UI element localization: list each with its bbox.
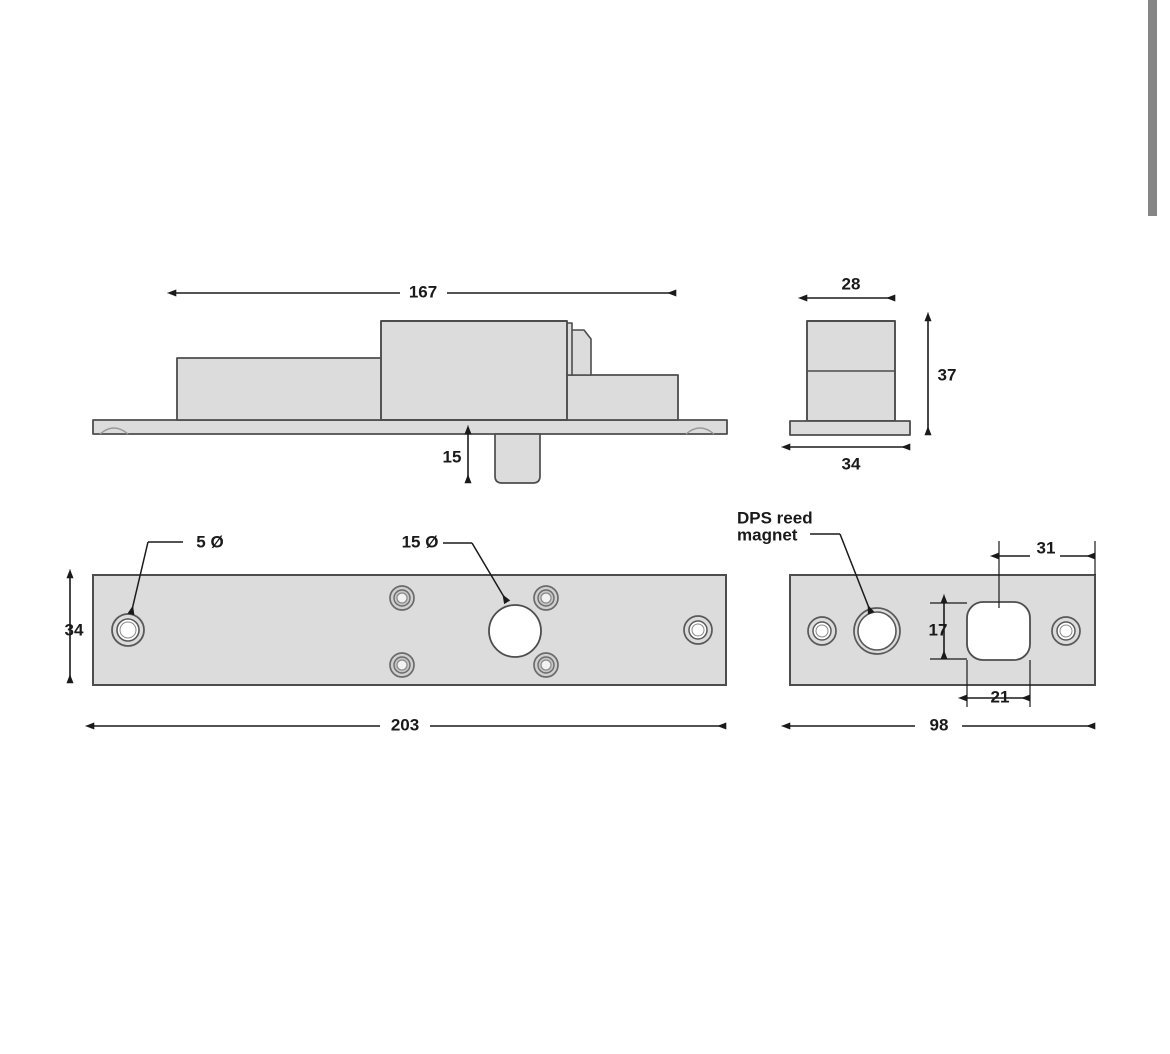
dimension-28: 28 (798, 274, 896, 302)
through-hole-15 (488, 604, 542, 658)
strike-plate-body (789, 574, 1096, 686)
dimension-98-label: 98 (930, 715, 949, 734)
dimension-34-plate-label: 34 (65, 620, 84, 639)
vertical-scrollbar-thumb[interactable] (1148, 0, 1157, 216)
dimension-167: 167 (167, 282, 677, 301)
view-face-plate-long: 5 Ø 15 Ø 34 203 (65, 532, 727, 734)
countersunk-hole-right (683, 615, 713, 645)
dimension-167-label: 167 (409, 282, 437, 301)
callout-15-dia-label: 15 Ø (402, 532, 439, 551)
callout-5-dia-label: 5 Ø (196, 532, 223, 551)
side-body-main-block (380, 320, 568, 421)
dimension-31: 31 (990, 538, 1096, 608)
dimension-21: 21 (958, 660, 1031, 707)
face-plate-chamfer-left (99, 427, 129, 435)
dimension-17: 17 (929, 594, 967, 660)
dimension-15-label: 15 (443, 447, 462, 466)
socket-screw-bottom-left (389, 652, 415, 678)
latch-slot (966, 601, 1031, 661)
dimension-34-plate: 34 (65, 569, 84, 684)
callout-dps-reed-magnet-line2: magnet (737, 525, 798, 544)
strike-countersunk-hole-left (807, 616, 837, 646)
dimension-203-label: 203 (391, 715, 419, 734)
side-face-plate (92, 419, 728, 435)
socket-screw-top-left (389, 585, 415, 611)
dimension-21-label: 21 (991, 687, 1010, 706)
face-plate-chamfer-right (685, 427, 715, 435)
socket-screw-bottom-right (533, 652, 559, 678)
socket-screw-top-right (533, 585, 559, 611)
callout-5-dia: 5 Ø (127, 532, 224, 616)
view-strike-plate: DPS reed magnet 31 17 (737, 508, 1096, 734)
dimension-34-base: 34 (781, 443, 911, 473)
callout-dps-reed-magnet: DPS reed magnet (737, 508, 875, 615)
side-body-left-step (176, 357, 384, 421)
callout-15-dia: 15 Ø (402, 532, 511, 605)
view-end-elevation: 28 37 34 (781, 274, 957, 473)
countersunk-hole-left (111, 613, 145, 647)
dimension-34-base-label: 34 (842, 454, 861, 473)
dimension-17-label: 17 (929, 620, 948, 639)
strike-countersunk-hole-right (1051, 616, 1081, 646)
dimension-28-label: 28 (842, 274, 861, 293)
dimension-15: 15 (443, 425, 472, 484)
view-side-elevation: 167 15 (92, 282, 728, 484)
side-body-right-step (565, 374, 679, 421)
dimension-98: 98 (781, 715, 1096, 734)
dimension-37: 37 (924, 312, 957, 436)
callout-dps-reed-magnet-line1: DPS reed (737, 508, 813, 527)
side-body-notch-tab (569, 329, 592, 376)
end-face-plate (789, 420, 911, 436)
dimension-203: 203 (85, 715, 727, 734)
side-boss (494, 433, 541, 484)
reed-magnet-bore (853, 607, 901, 655)
dimension-31-label: 31 (1037, 538, 1056, 557)
dimension-37-label: 37 (938, 365, 957, 384)
